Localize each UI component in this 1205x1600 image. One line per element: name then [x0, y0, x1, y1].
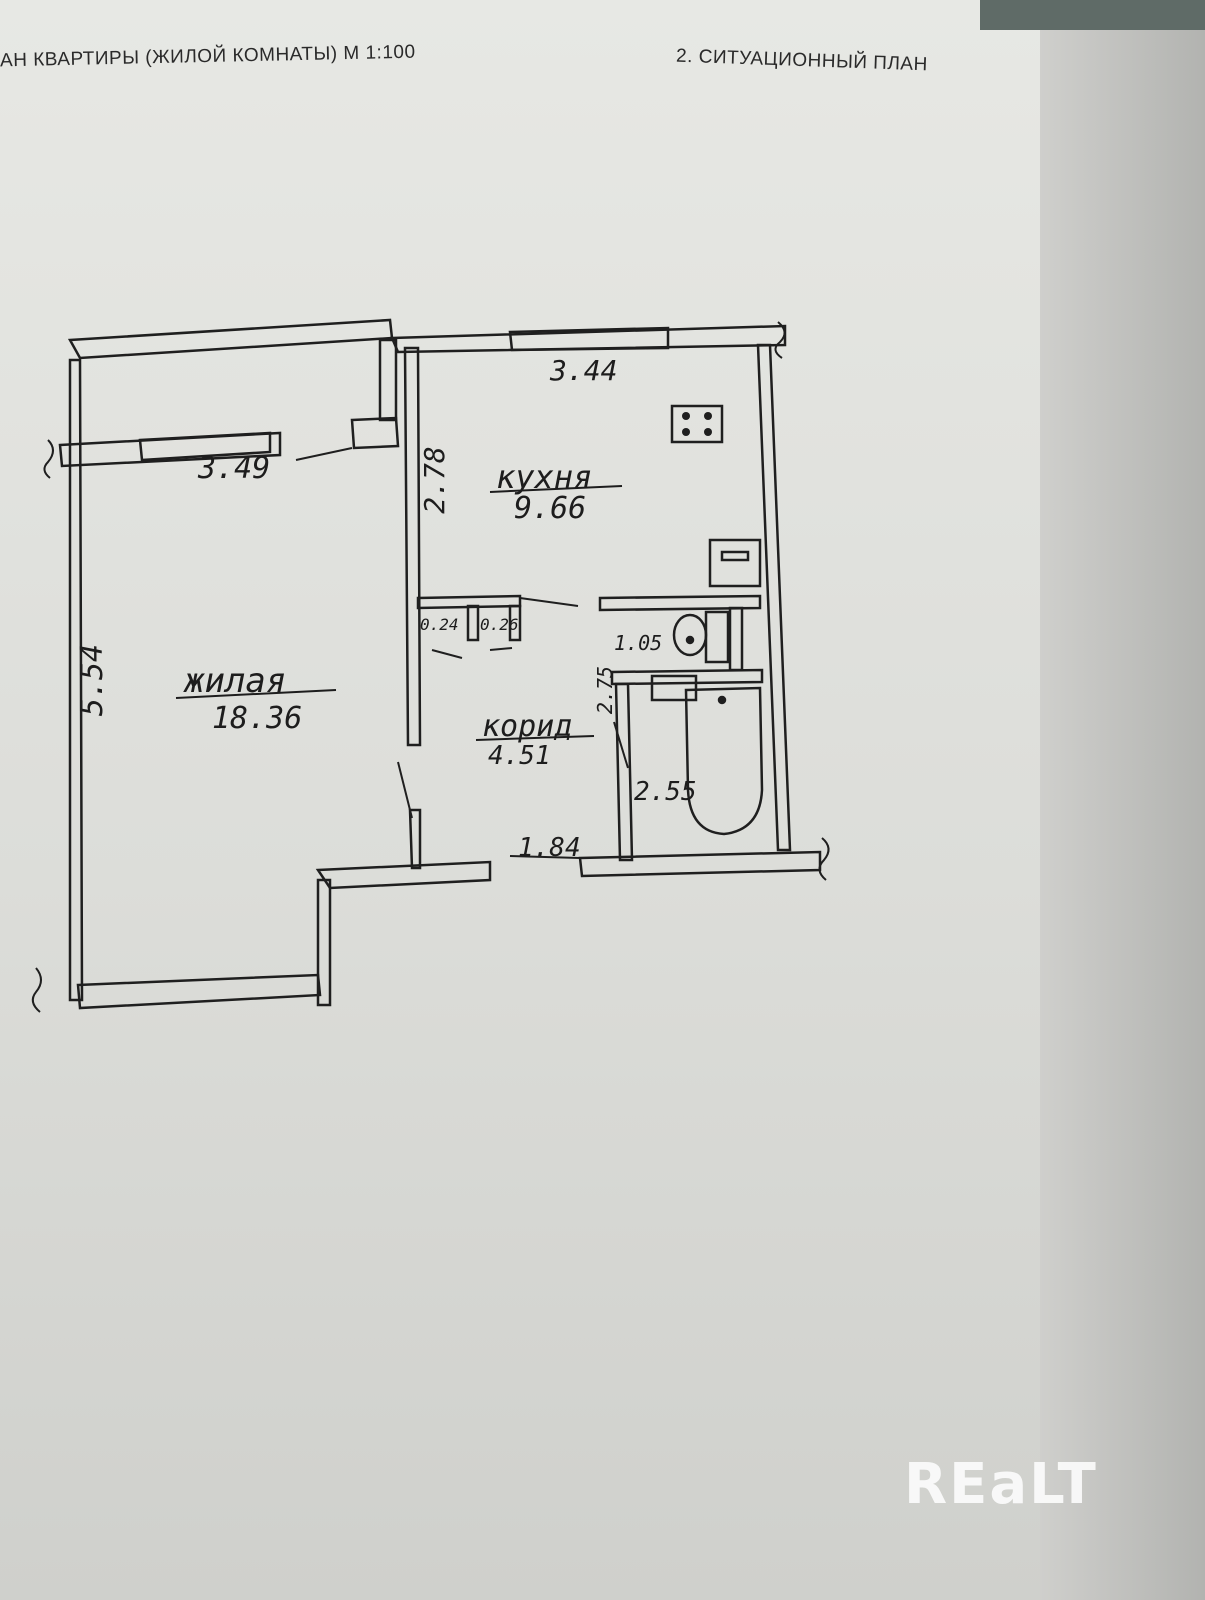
living-top-wall: [67, 318, 394, 360]
corridor-name-underline: [475, 735, 595, 741]
break-mark-left: [43, 439, 54, 479]
realt-watermark-logo: REaLT: [904, 1452, 1098, 1517]
corridor-length-label: 2.75: [593, 666, 617, 714]
living-area-label: 18.36: [212, 701, 302, 736]
living-left-wall: [68, 358, 84, 1002]
closet-divider: [466, 604, 480, 642]
closet-door-2: [489, 647, 513, 651]
closet-right-wall: [508, 604, 522, 642]
corridor-bottom-wall: [315, 860, 492, 890]
closet-door: [519, 597, 579, 607]
break-mark-top-right: [774, 321, 786, 359]
bathroom-area-label: 2.55: [634, 777, 697, 807]
living-name-underline: [175, 689, 337, 699]
closet-door-1: [431, 649, 463, 659]
toilet-right-wall: [728, 606, 744, 672]
right-wall: [756, 343, 792, 852]
break-marks: [31, 321, 830, 1013]
window-frame: [138, 431, 272, 462]
toilet-area-label: 1.05: [614, 631, 662, 655]
bath-top-wall: [610, 668, 764, 686]
kitchen-left-wall: [403, 346, 422, 747]
kitchen-name-underline: [489, 485, 623, 493]
background-corner: [980, 0, 1205, 30]
toilet-icon: [672, 610, 730, 664]
break-mark-bottom-right: [818, 837, 830, 881]
partition-knee: [350, 416, 400, 450]
dim-leader-bath: [613, 721, 629, 769]
kitchen-window: [508, 326, 670, 352]
living-width-label: 3.49: [197, 451, 270, 486]
partition-top: [378, 338, 398, 422]
kitchen-depth-label: 2.78: [418, 446, 451, 513]
break-mark-bottom-left: [31, 967, 42, 1013]
walls: [58, 318, 822, 1010]
background-page: [1040, 0, 1205, 1600]
bath-bottom-wall: [578, 850, 822, 878]
kitchen-top-wall: [390, 324, 787, 354]
corridor-width-label: 1.84: [518, 833, 581, 863]
living-length-label: 5.54: [75, 644, 110, 716]
living-bottom-wall: [76, 973, 322, 1010]
bath-left-wall: [614, 682, 634, 862]
paper-sheet: [0, 0, 1080, 1600]
closet-1-area-label: 0.24: [420, 615, 459, 634]
corridor-left-stub: [408, 808, 422, 870]
toilet-top-wall: [598, 594, 762, 612]
living-door: [397, 761, 413, 819]
stove-icon: [670, 404, 724, 444]
dim-leader-living: [295, 447, 353, 461]
kitchen-sink-icon: [708, 538, 762, 588]
closet-2-area-label: 0.26: [480, 615, 519, 634]
bathtub-icon: [650, 674, 764, 836]
kitchen-width-label: 3.44: [549, 354, 617, 387]
corridor-area-label: 4.51: [488, 741, 551, 771]
door-lines: [295, 447, 629, 859]
kitchen-area-label: 9.66: [514, 491, 586, 526]
dim-leader-corridor: [509, 855, 581, 859]
